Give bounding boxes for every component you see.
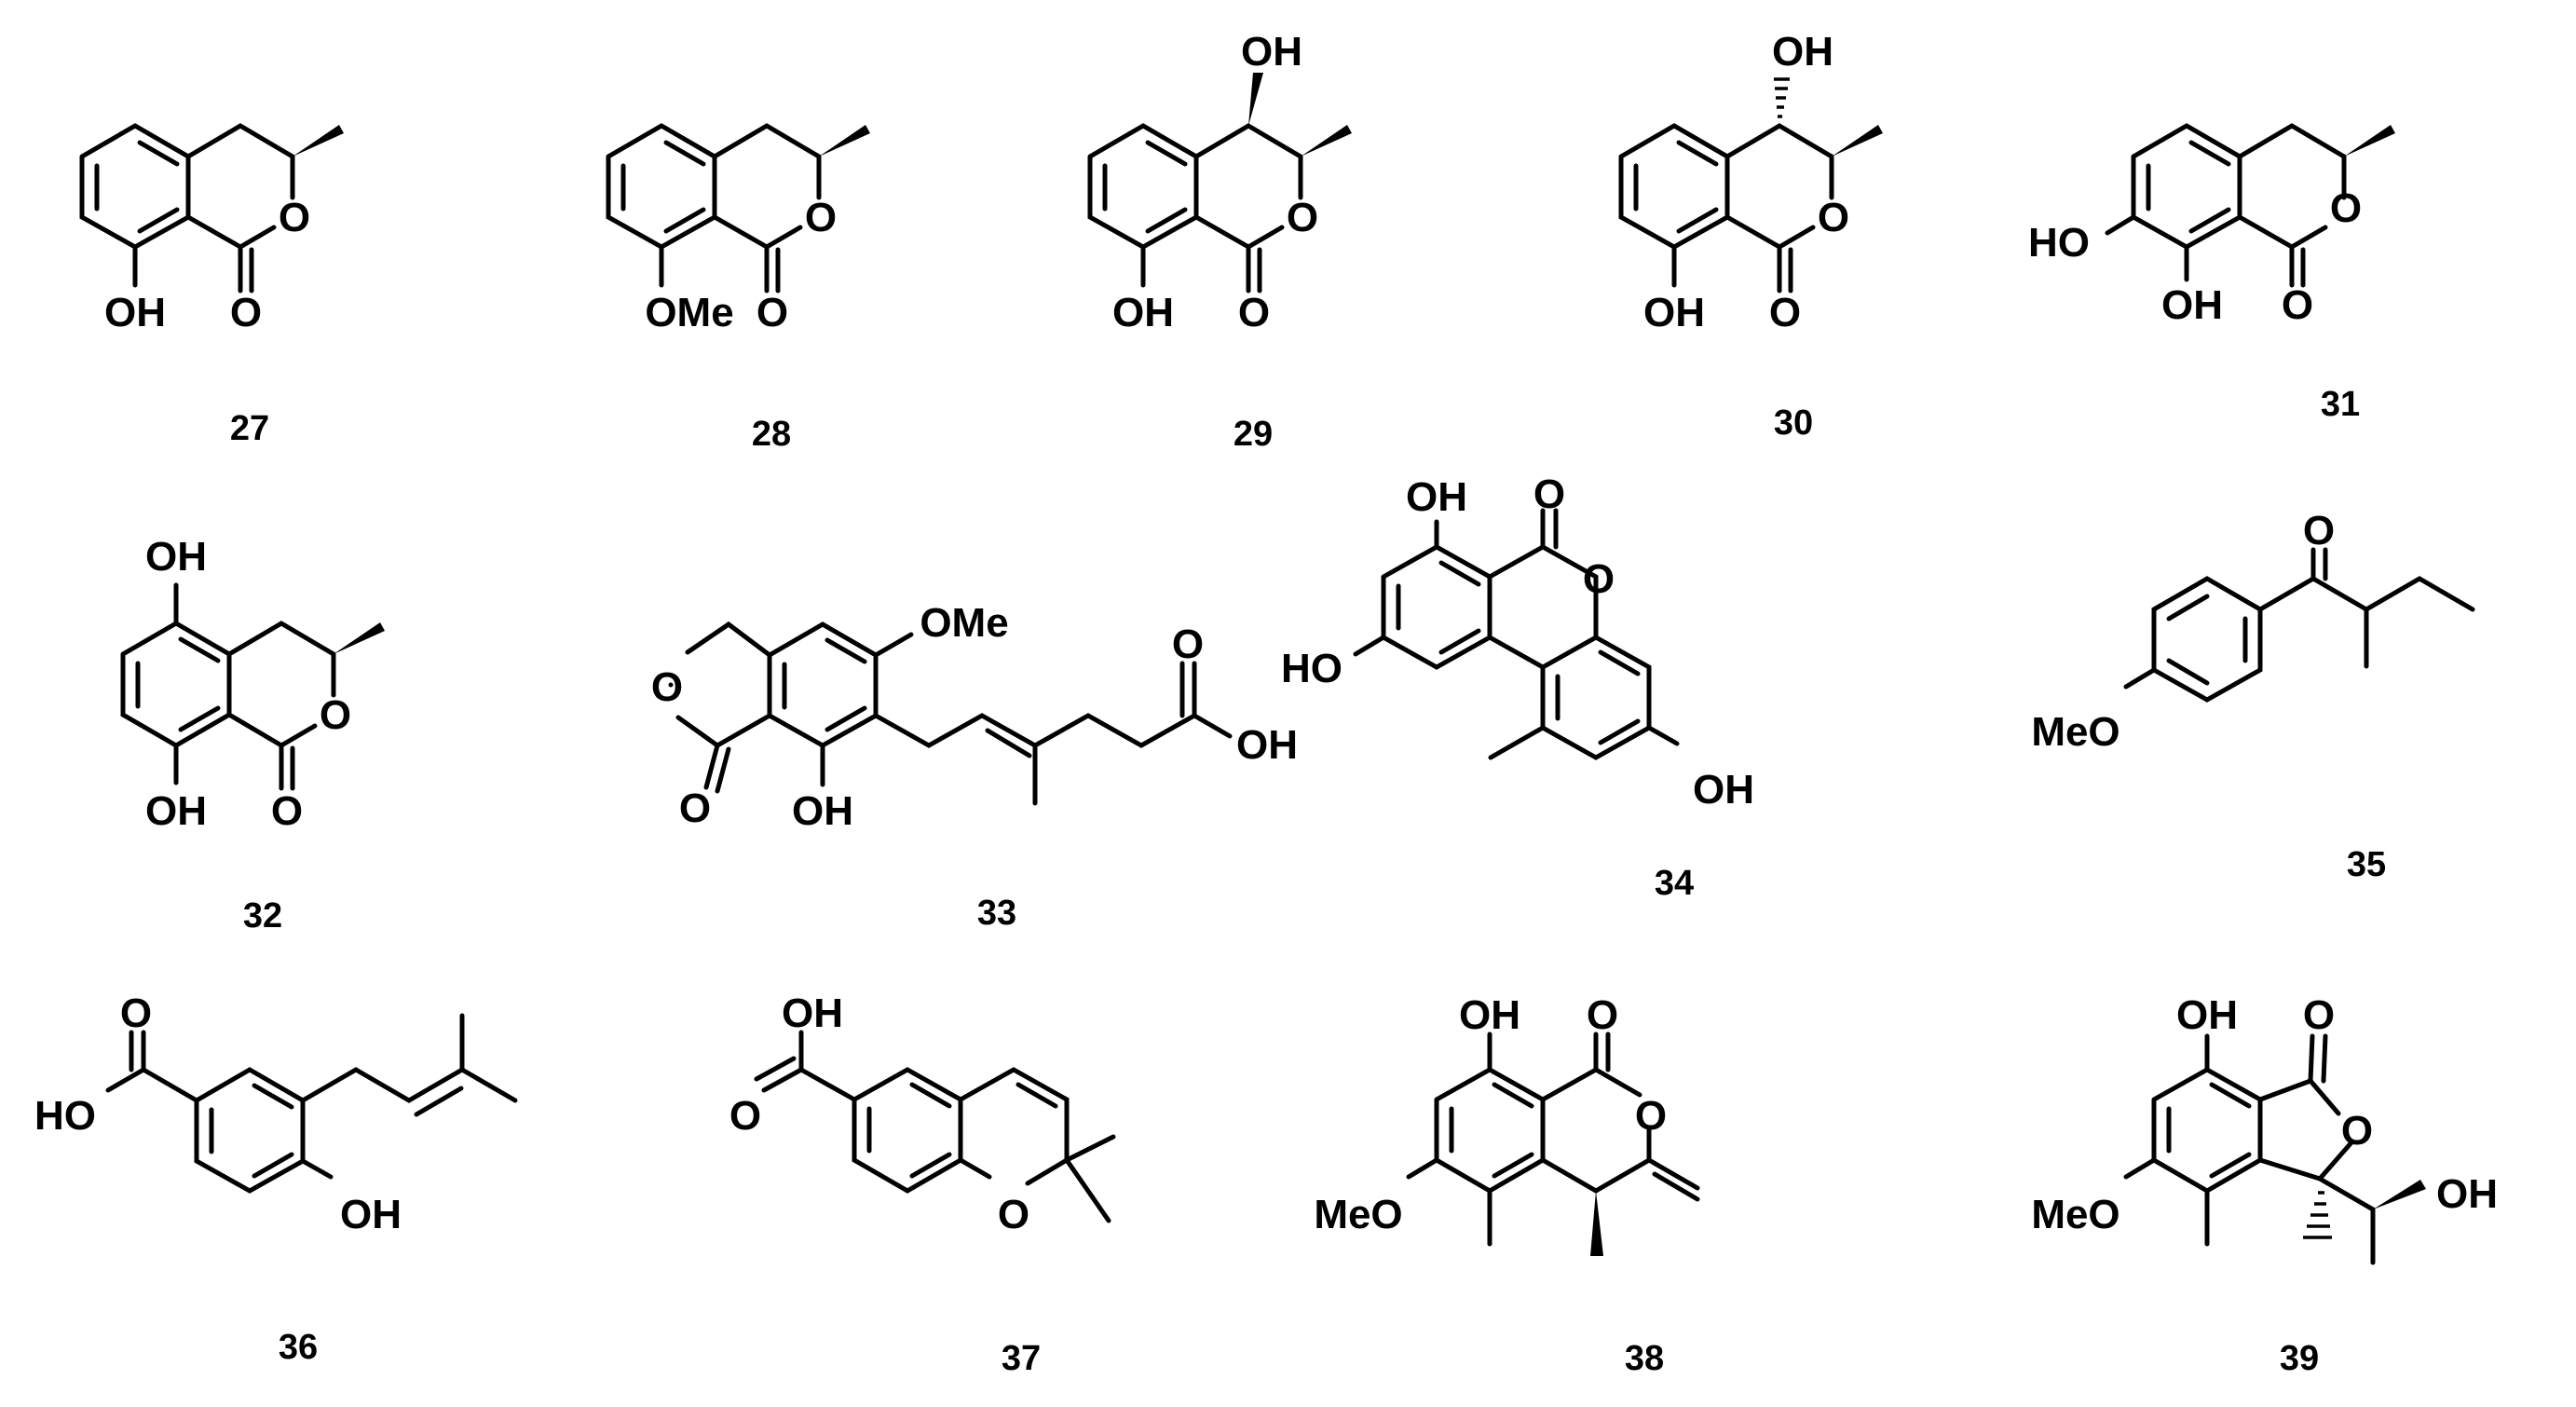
label-carbonyl-o: O	[1587, 992, 1618, 1038]
label-ring-o: O	[1635, 1093, 1667, 1139]
label-oh-top: OH	[1241, 29, 1302, 75]
label-ring-o: O	[2341, 1108, 2373, 1154]
label-lactone-carbonyl-o: O	[679, 785, 711, 831]
label-ring-o: O	[1818, 195, 1849, 240]
compound-number: 31	[2321, 385, 2360, 424]
label-oh-top: OH	[2176, 992, 2238, 1038]
compound-number: 35	[2347, 845, 2386, 884]
label-carbonyl-o: O	[230, 290, 262, 335]
label-oh: OH	[782, 990, 843, 1036]
hash-bond	[1774, 77, 1790, 118]
compound-number: 28	[752, 415, 791, 454]
label-acid-oh: OH	[1236, 722, 1298, 768]
label-ho: HO	[34, 1093, 96, 1139]
label-carbonyl-o: O	[271, 788, 303, 834]
label-carbonyl-o: O	[1769, 290, 1801, 335]
label-acid-carbonyl-o: O	[1172, 622, 1204, 667]
label-oh-top: OH	[1406, 474, 1467, 520]
structure-31: HO OH O O 31	[2028, 123, 2395, 424]
structure-27: OH O O 27	[79, 123, 344, 448]
structure-34: OH O O HO OH 34	[1281, 471, 1754, 903]
label-oh: OH	[2161, 282, 2223, 328]
label-oh-top: OH	[1772, 29, 1833, 75]
label-ring-o: O	[998, 1192, 1029, 1237]
structure-38: OH O O MeO 38	[1314, 992, 1700, 1378]
label-ring-o: O	[1287, 195, 1318, 240]
structure-32: OH OH O O 32	[120, 534, 385, 936]
label-oh: OH	[1643, 290, 1705, 335]
label-oh: OH	[792, 788, 853, 834]
compound-number: 30	[1774, 403, 1813, 443]
label-ring-o: O	[279, 195, 310, 240]
label-lactone-ring-o: O	[651, 664, 683, 710]
label-carbonyl-o: O	[2282, 282, 2313, 328]
compound-number: 27	[230, 409, 269, 448]
label-oh: OH	[340, 1192, 402, 1237]
label-oh-top: OH	[145, 534, 207, 580]
label-meo: MeO	[2031, 709, 2119, 755]
compound-number: 34	[1655, 864, 1694, 903]
label-carbonyl-o: O	[120, 990, 152, 1036]
label-oh-side: OH	[2436, 1171, 2498, 1217]
label-ho: HO	[2028, 220, 2090, 266]
label-oh: OH	[104, 290, 166, 335]
compound-number: 29	[1233, 415, 1273, 454]
label-ome: OMe	[645, 290, 733, 335]
structure-30: OH OH O O 30	[1618, 29, 1883, 443]
label-carbonyl-o: O	[729, 1093, 761, 1139]
label-carbonyl-o: O	[2303, 508, 2335, 553]
structure-39: OH O O MeO OH 39	[2031, 992, 2498, 1378]
label-oh-right: OH	[1693, 767, 1754, 813]
label-oh-bottom: OH	[145, 788, 207, 834]
structure-29: OH OH O O 29	[1087, 29, 1352, 454]
label-ring-o: O	[1583, 556, 1615, 602]
label-carbonyl-o: O	[1238, 290, 1270, 335]
label-meo: MeO	[2031, 1192, 2119, 1237]
label-carbonyl-o: O	[756, 290, 788, 335]
structure-36: O HO OH 36	[34, 990, 518, 1367]
label-ring-o: O	[805, 195, 837, 240]
compound-number: 33	[977, 894, 1016, 933]
compound-number: 32	[243, 896, 282, 936]
compound-number: 39	[2280, 1339, 2319, 1378]
structure-37: OH O O 37	[729, 990, 1116, 1378]
compound-number: 38	[1625, 1339, 1664, 1378]
structure-33: OMe O O OH O OH 33	[651, 600, 1298, 933]
compound-number: 36	[279, 1328, 318, 1367]
label-oh: OH	[1459, 992, 1520, 1038]
label-carbonyl-o: O	[2303, 992, 2335, 1038]
structure-28: OMe O O 28	[606, 123, 870, 454]
label-ho: HO	[1281, 646, 1343, 691]
structure-35: O MeO 35	[2031, 508, 2475, 884]
label-meo: MeO	[1314, 1192, 1402, 1237]
compound-number: 37	[1002, 1339, 1041, 1378]
label-carbonyl-o: O	[1533, 471, 1565, 517]
hash-bond	[2303, 1191, 2332, 1239]
label-ring-o: O	[320, 692, 351, 738]
label-ome: OMe	[920, 600, 1008, 646]
label-ring-o: O	[2330, 185, 2362, 231]
label-oh: OH	[1112, 290, 1174, 335]
